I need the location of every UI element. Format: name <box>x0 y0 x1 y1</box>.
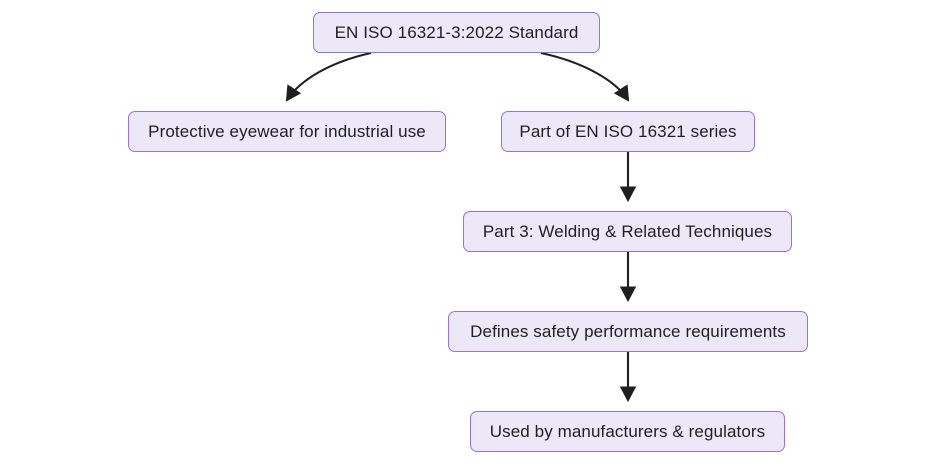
node-part-of-series-label: Part of EN ISO 16321 series <box>519 122 737 141</box>
node-safety-requirements-label: Defines safety performance requirements <box>470 322 786 341</box>
node-protective-eyewear-label: Protective eyewear for industrial use <box>148 122 426 141</box>
edge-standard-series <box>540 51 630 102</box>
node-standard[interactable]: EN ISO 16321-3:2022 Standard <box>313 12 600 53</box>
node-safety-requirements[interactable]: Defines safety performance requirements <box>448 311 808 352</box>
node-part-of-series[interactable]: Part of EN ISO 16321 series <box>501 111 755 152</box>
node-standard-label: EN ISO 16321-3:2022 Standard <box>334 23 579 42</box>
node-used-by-label: Used by manufacturers & regulators <box>489 422 766 441</box>
node-part-3-welding[interactable]: Part 3: Welding & Related Techniques <box>463 211 792 252</box>
node-protective-eyewear[interactable]: Protective eyewear for industrial use <box>128 111 446 152</box>
node-used-by[interactable]: Used by manufacturers & regulators <box>470 411 785 452</box>
node-part-3-welding-label: Part 3: Welding & Related Techniques <box>482 222 773 241</box>
edge-standard-eyewear <box>285 51 372 102</box>
